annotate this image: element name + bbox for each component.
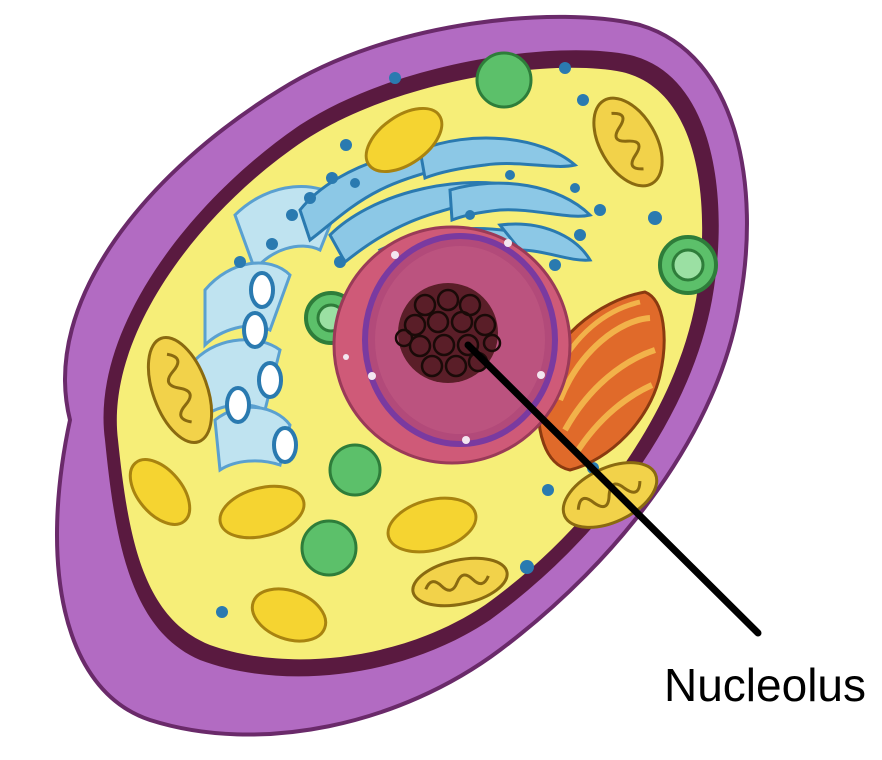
nucleolus-label: Nucleolus	[664, 662, 866, 708]
